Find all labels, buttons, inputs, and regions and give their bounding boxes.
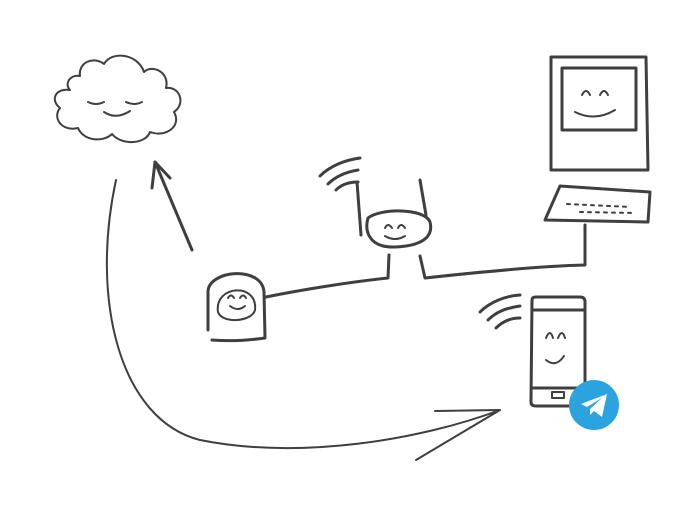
arrow-to-cloud <box>150 160 194 252</box>
telegram-icon[interactable] <box>569 380 619 430</box>
camera-icon <box>206 272 267 343</box>
wifi-icon <box>318 156 362 192</box>
arrow-cloud-to-phone <box>105 179 501 461</box>
wifi-icon <box>478 293 522 330</box>
router-icon <box>355 178 433 249</box>
router-computer-cable <box>418 223 587 280</box>
keyboard-icon <box>543 184 652 224</box>
monitor-icon <box>549 55 650 172</box>
cloud-icon <box>53 54 182 143</box>
camera-router-cable <box>264 253 391 299</box>
